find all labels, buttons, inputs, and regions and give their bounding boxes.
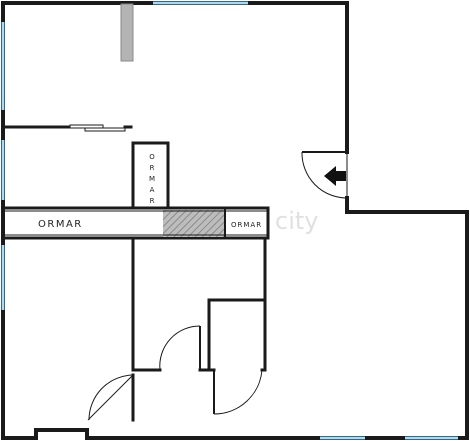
svg-text:R: R bbox=[150, 164, 155, 172]
entrance-arrow-icon bbox=[324, 166, 346, 186]
svg-text:M: M bbox=[149, 175, 155, 183]
structural-column bbox=[120, 3, 134, 62]
sliding-door bbox=[69, 124, 126, 132]
svg-text:R: R bbox=[150, 197, 155, 205]
watermark: city bbox=[275, 207, 318, 235]
svg-text:A: A bbox=[150, 186, 155, 194]
wardrobe-label-vertical: O R M A R bbox=[149, 153, 155, 205]
interior-walls bbox=[1, 125, 270, 422]
hatched-area bbox=[163, 210, 225, 237]
door-swing-icon bbox=[87, 151, 348, 421]
wardrobe-label-right: ORMAR bbox=[231, 221, 262, 229]
wardrobe-label-left: ORMAR bbox=[38, 219, 83, 230]
svg-text:O: O bbox=[149, 153, 155, 161]
